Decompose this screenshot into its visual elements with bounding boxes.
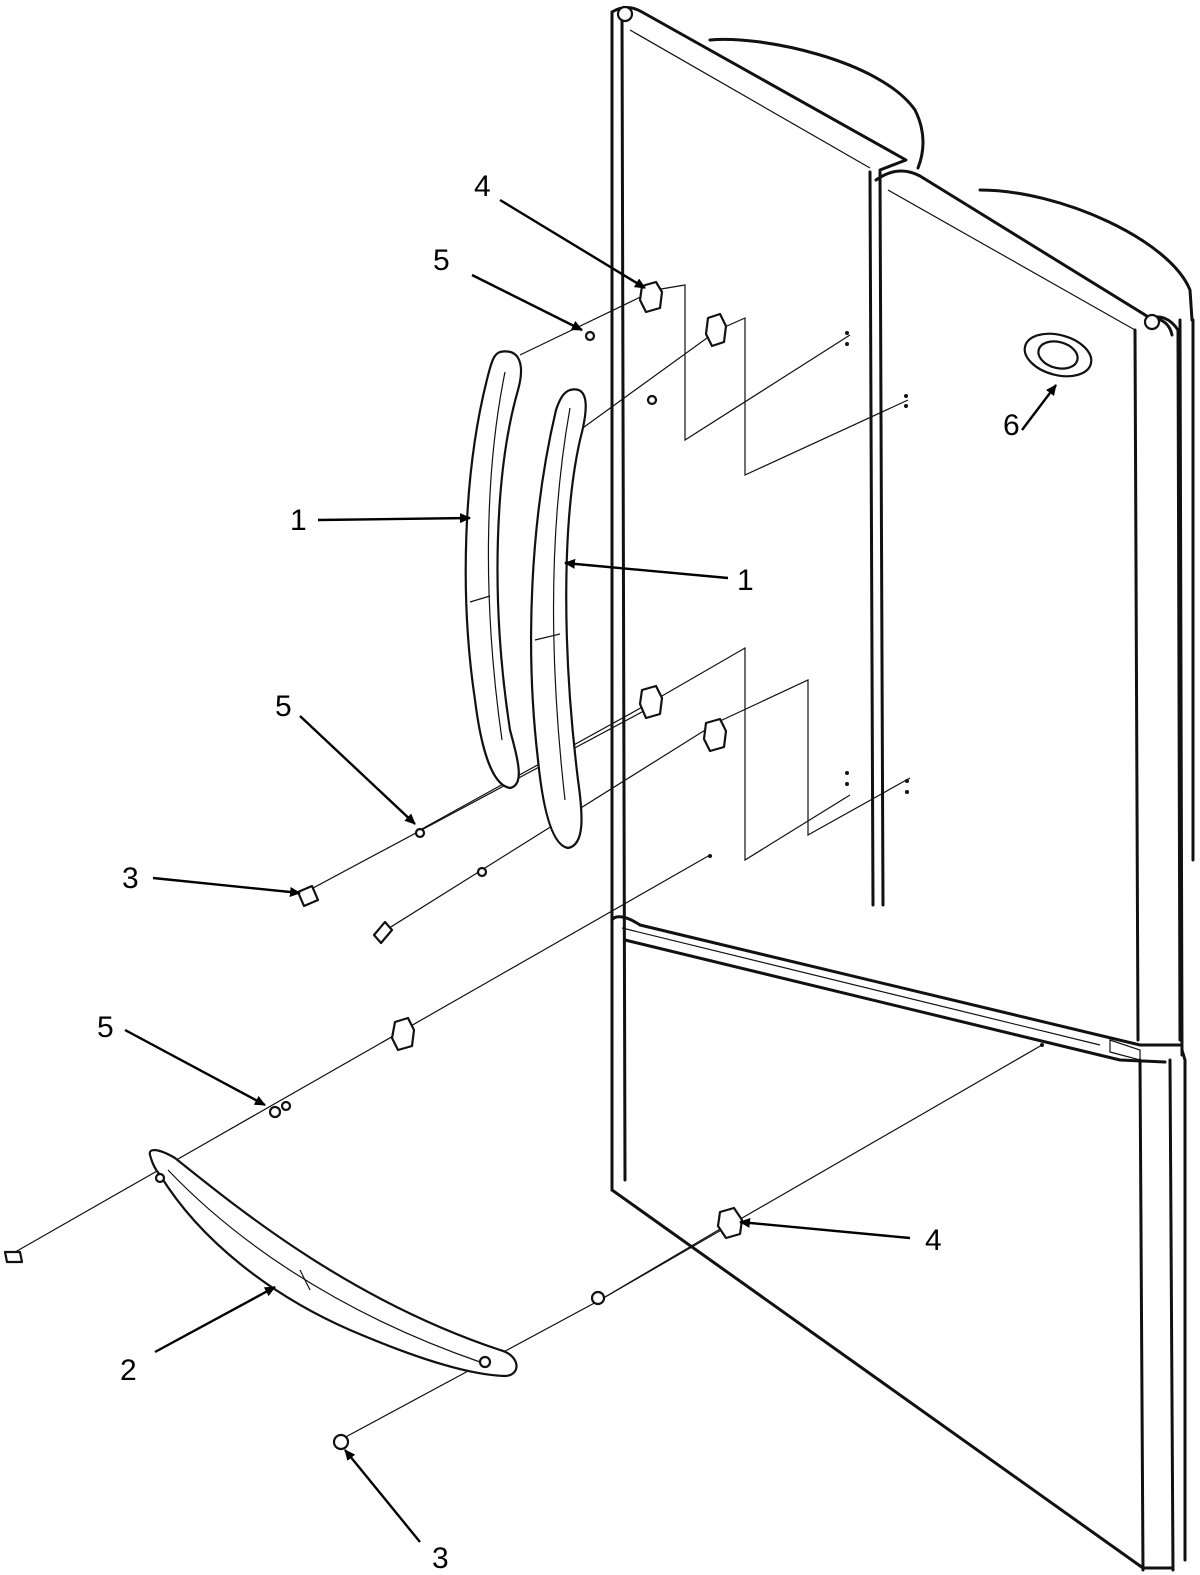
- callout-bracket-upper: 4: [474, 170, 491, 203]
- callout-handle-upper-right: 1: [737, 564, 754, 597]
- mounting-holes: [708, 331, 1044, 1047]
- callout-washer-lower: 5: [97, 1011, 114, 1044]
- spacers: [268, 330, 658, 1306]
- callout-screw-lower: 3: [432, 1542, 449, 1575]
- refrigerator-cabinet: [610, 5, 1195, 1572]
- handle-upper-left: [464, 350, 522, 790]
- callout-labels: 1 1 2 3 3 4 4 5 5 5 6: [97, 170, 1020, 1575]
- emblem-badge: [1023, 332, 1093, 378]
- callout-handle-upper-left: 1: [290, 504, 307, 537]
- callout-bracket-lower: 4: [925, 1224, 942, 1257]
- handle-lower: [148, 1149, 518, 1378]
- handle-upper-right: [530, 388, 587, 850]
- callout-screw-upper: 3: [122, 862, 139, 895]
- callout-handle-lower: 2: [120, 1354, 137, 1387]
- mounting-brackets: [390, 280, 744, 1240]
- callout-washer-middle: 5: [275, 690, 292, 723]
- screws: [3, 884, 394, 1451]
- callout-emblem: 6: [1003, 409, 1020, 442]
- leader-arrows: [124, 198, 1057, 1543]
- callout-washer-upper: 5: [433, 244, 450, 277]
- assembly-lines: [9, 284, 1043, 1441]
